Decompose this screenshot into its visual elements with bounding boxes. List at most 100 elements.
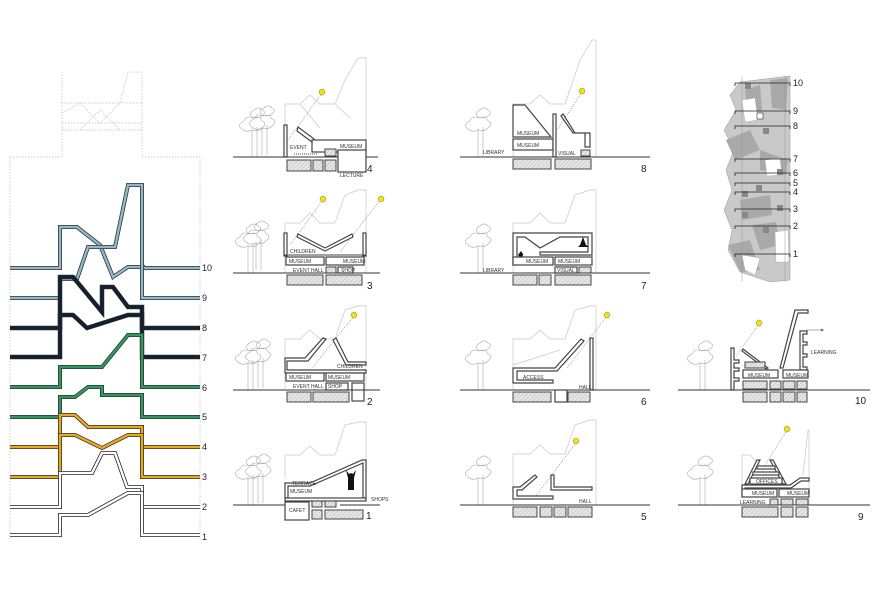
sun-icon (603, 311, 611, 319)
stack-line-4 (10, 413, 200, 449)
cut-label-9: 9 (793, 106, 798, 116)
label-lecture: LECTURE (340, 173, 364, 179)
sun-icon (572, 437, 580, 445)
site-plan: 10 9 8 7 6 5 4 3 2 1 (723, 75, 803, 283)
stack-line-6 (10, 333, 200, 389)
label-museum-right: MUSEUM (328, 375, 350, 381)
cut-label-2: 2 (793, 221, 798, 231)
cut-label-4: 4 (793, 187, 798, 197)
label-event-hall: EVENT HALL (293, 384, 324, 390)
section-cut-5 (734, 182, 791, 186)
label-shop: SHOP (341, 268, 356, 274)
label-museum: MUSEUM (290, 489, 312, 495)
section-2: CHILDREN MUSEUM MUSEUM EVENT HALL SHOP 2 (233, 305, 380, 408)
section-9: OFFICES MUSEUM MUSEUM LEARNING 9 (678, 425, 870, 523)
section-10: MUSEUM MUSEUM LEARNING 10 (678, 309, 870, 407)
sun-icon (755, 319, 763, 327)
label-learning: LEARNING (740, 500, 766, 506)
label-museum: MUSEUM (340, 144, 362, 150)
stack-line-5 (10, 385, 200, 419)
cut-label-6: 6 (793, 168, 798, 178)
section-number-4: 4 (367, 164, 373, 175)
section-cut-10 (734, 82, 791, 86)
section-cut-2 (734, 225, 791, 229)
section-number-9: 9 (858, 512, 864, 523)
label-museum-right: MUSEUM (786, 373, 808, 379)
line-label-8: 8 (202, 323, 207, 333)
line-label-2: 2 (202, 502, 207, 512)
section-8: MUSEUM MUSEUM LIBRARY VISUAL 8 (460, 39, 650, 175)
plan-section-cuts (734, 82, 791, 257)
label-museum-lower: MUSEUM (517, 143, 539, 149)
label-library: LIBRARY (483, 268, 505, 274)
section-3: CHILDREN MUSEUM MUSEUM EVENT HALL SHOP 3 (233, 189, 385, 292)
sun-icon (350, 311, 358, 319)
label-museum-left: MUSEUM (752, 491, 774, 497)
cut-label-3: 3 (793, 204, 798, 214)
label-access: ACCESS (523, 375, 544, 381)
section-4: MUSEUM EVENT LECTURE 4 (233, 57, 378, 179)
section-cut-1 (734, 253, 791, 257)
label-event-hall: EVENT HALL (293, 268, 324, 274)
section-6: ACCESS HALL 6 (460, 305, 650, 408)
sun-icon (318, 88, 326, 96)
section-number-5: 5 (641, 512, 647, 523)
label-museum-right: MUSEUM (343, 259, 365, 265)
label-museum-left: MUSEUM (289, 375, 311, 381)
label-terrace: TERRACE (292, 481, 317, 487)
label-museum-right: MUSEUM (558, 259, 580, 265)
section-cut-6 (734, 172, 791, 176)
line-label-9: 9 (202, 293, 207, 303)
label-learning: LEARNING (811, 350, 837, 356)
cut-label-10: 10 (793, 78, 803, 88)
label-museum-left: MUSEUM (526, 259, 548, 265)
section-cut-7 (734, 158, 791, 162)
label-hall: HALL (579, 385, 592, 391)
section-cut-8 (734, 125, 791, 129)
line-label-4: 4 (202, 442, 207, 452)
label-visual: VISUAL (558, 151, 576, 157)
stacked-section-diagram: 10 9 8 7 6 5 4 3 2 1 (9, 71, 212, 542)
line-label-5: 5 (202, 412, 207, 422)
section-number-10: 10 (855, 396, 867, 407)
stack-line-8 (10, 312, 200, 331)
line-number-labels: 10 9 8 7 6 5 4 3 2 1 (202, 263, 212, 542)
section-cut-9 (734, 110, 791, 114)
label-event: EVENT (290, 145, 307, 151)
stack-line-10 (10, 225, 200, 281)
label-visual: VISUAL (557, 268, 575, 274)
section-number-8: 8 (641, 164, 647, 175)
section-cut-4 (734, 191, 791, 195)
line-label-6: 6 (202, 383, 207, 393)
massing-ghost (9, 71, 201, 540)
label-museum-right: MUSEUM (787, 491, 809, 497)
cut-label-5: 5 (793, 178, 798, 188)
section-number-2: 2 (367, 397, 373, 408)
stack-line-1 (10, 491, 200, 537)
section-cut-3 (734, 208, 791, 212)
section-7: MUSEUM MUSEUM LIBRARY VISUAL 7 (460, 189, 650, 292)
line-label-1: 1 (202, 532, 207, 542)
label-children: CHILDREN (290, 249, 316, 255)
line-label-10: 10 (202, 263, 212, 273)
section-1: TERRACE MUSEUM CAFET SHOPS 1 (233, 421, 389, 522)
line-label-7: 7 (202, 353, 207, 363)
cut-label-1: 1 (793, 249, 798, 259)
stack-line-3 (10, 433, 200, 479)
stack-line-9 (10, 183, 200, 300)
stack-line-2 (10, 451, 200, 509)
label-library: LIBRARY (483, 150, 505, 156)
sun-icon (783, 425, 791, 433)
label-children: CHILDREN (337, 364, 363, 370)
label-museum-upper: MUSEUM (517, 131, 539, 137)
label-museum-left: MUSEUM (289, 259, 311, 265)
label-hall: HALL (579, 499, 592, 505)
label-shop: SHOP (328, 384, 343, 390)
sun-icon (377, 195, 385, 203)
stack-line-7 (10, 274, 200, 360)
cut-label-8: 8 (793, 121, 798, 131)
sun-icon (578, 87, 586, 95)
label-museum-left: MUSEUM (748, 373, 770, 379)
section-number-7: 7 (641, 281, 647, 292)
